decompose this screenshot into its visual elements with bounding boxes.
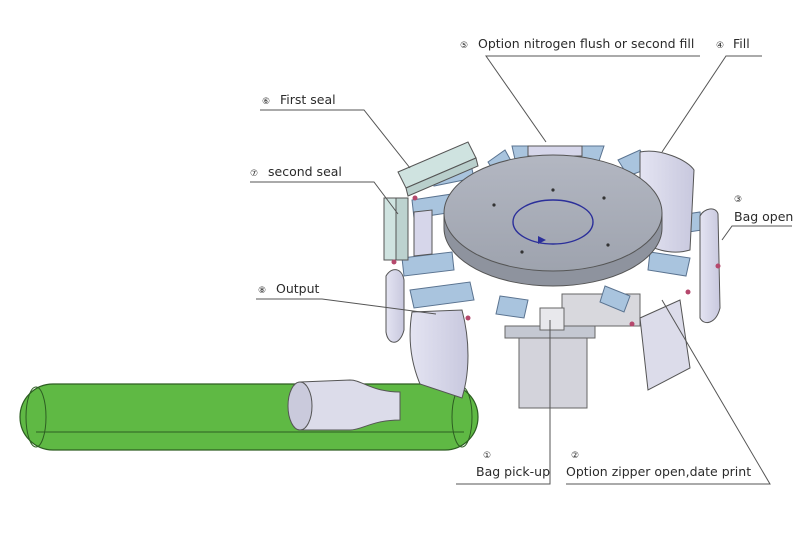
output-conveyor xyxy=(19,383,479,451)
svg-text:⑧: ⑧ xyxy=(258,286,266,296)
svg-text:⑥: ⑥ xyxy=(262,97,270,107)
svg-text:②: ② xyxy=(571,451,579,461)
arm-joints xyxy=(391,195,721,327)
finished-bag xyxy=(287,379,401,431)
label-bag-open: ③ Bag open xyxy=(734,195,793,224)
first-seal-unit xyxy=(397,141,479,197)
svg-text:Bag open: Bag open xyxy=(734,209,793,224)
svg-text:③: ③ xyxy=(734,195,742,205)
svg-text:second seal: second seal xyxy=(268,164,342,179)
svg-text:⑤: ⑤ xyxy=(460,41,468,51)
label-bag-pick-up: ① Bag pick-up xyxy=(476,451,550,479)
leader-lines xyxy=(250,55,792,485)
label-zipper-date-print: ② Option zipper open,date print xyxy=(566,451,751,479)
svg-text:Output: Output xyxy=(276,281,320,296)
rotary-turntable xyxy=(443,154,663,287)
svg-text:First seal: First seal xyxy=(280,92,336,107)
svg-text:Option nitrogen flush or secon: Option nitrogen flush or second fill xyxy=(478,36,694,51)
svg-text:①: ① xyxy=(483,451,491,461)
svg-text:Fill: Fill xyxy=(733,36,750,51)
second-seal-unit xyxy=(383,197,409,261)
label-first-seal: ⑥ First seal xyxy=(262,92,336,107)
svg-text:④: ④ xyxy=(716,41,724,51)
svg-text:⑦: ⑦ xyxy=(250,169,258,179)
label-second-seal: ⑦ second seal xyxy=(250,164,342,179)
label-output: ⑧ Output xyxy=(258,281,320,296)
label-fill: ④ Fill xyxy=(716,36,750,51)
svg-text:Option zipper open,date print: Option zipper open,date print xyxy=(566,464,751,479)
bags xyxy=(385,145,721,399)
label-nitrogen-flush: ⑤ Option nitrogen flush or second fill xyxy=(460,36,694,51)
svg-text:Bag pick-up: Bag pick-up xyxy=(476,464,550,479)
